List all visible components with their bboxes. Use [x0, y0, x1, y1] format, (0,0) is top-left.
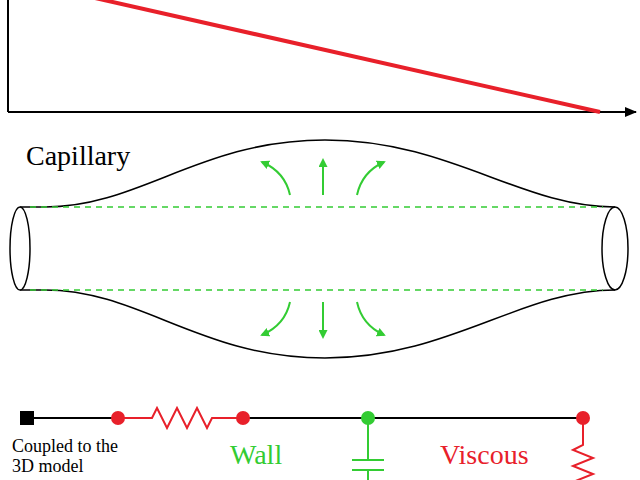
pressure-plot: [8, 0, 636, 112]
tube-title: Capillary: [26, 140, 130, 172]
expansion-arrows: [262, 160, 384, 337]
original-wall-dashes: [30, 207, 603, 290]
capillary-tube: [10, 140, 628, 358]
wall-label: Wall: [230, 440, 282, 471]
coupling-note: Coupled to the 3D model: [12, 437, 124, 477]
viscous-label: Viscous: [440, 440, 529, 471]
